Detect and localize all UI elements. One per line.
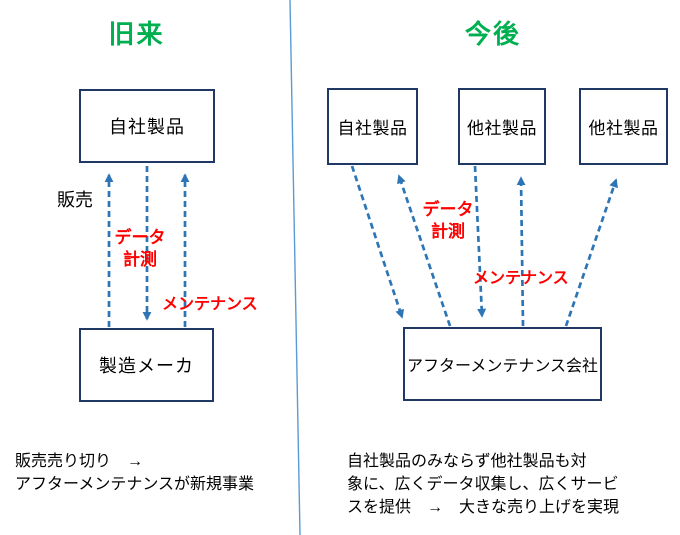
- right-data-measurement-label: データ 計測: [413, 199, 483, 243]
- left-summary-text: 販売売り切り → アフターメンテナンスが新規事業: [15, 450, 254, 496]
- right-summary-line3: スを提供 → 大きな売り上げを実現: [347, 499, 620, 516]
- right-panel-title: 今後: [464, 19, 521, 49]
- right-maintenance-arrow-up-other1: [516, 176, 526, 327]
- right-summary-text: 自社製品のみならず他社製品も対 象に、広くデータ収集し、広くサービ スを提供 →…: [347, 450, 619, 519]
- aftermaintenance-company-box: アフターメンテナンス会社: [403, 327, 602, 401]
- panel-divider-line: [289, 0, 301, 535]
- right-data-label-line1: データ: [422, 200, 474, 219]
- right-data-label-line2: 計測: [431, 222, 465, 241]
- right-summary-line1: 自社製品のみならず他社製品も対: [347, 453, 587, 470]
- right-maintenance-arrow-up-own: [397, 174, 452, 327]
- right-other-product-box-2-label: 他社製品: [588, 119, 659, 138]
- left-summary-line1: 販売売り切り →: [15, 453, 144, 470]
- left-summary-line2: アフターメンテナンスが新規事業: [15, 476, 255, 493]
- left-product-box-label: 自社製品: [109, 117, 185, 137]
- left-data-label-line2: 計測: [123, 250, 157, 269]
- right-other-product-box-1-label: 他社製品: [467, 119, 537, 138]
- left-maker-box-label: 製造メーカ: [99, 356, 194, 376]
- left-data-measurement-label: データ 計測: [105, 227, 175, 271]
- right-other-product-box-1: 他社製品: [458, 88, 546, 165]
- right-maintenance-label: メンテナンス: [473, 270, 569, 287]
- left-data-label-line1: データ: [114, 228, 166, 247]
- left-maintenance-label: メンテナンス: [162, 296, 258, 313]
- right-maintenance-arrow-up-other2: [564, 178, 618, 327]
- sales-label: 販売: [57, 190, 93, 210]
- aftermaintenance-company-box-label: アフターメンテナンス会社: [406, 358, 599, 375]
- right-own-product-box: 自社製品: [327, 88, 418, 165]
- right-data-arrow-down-own: [350, 165, 405, 319]
- right-other-product-box-2: 他社製品: [579, 88, 668, 165]
- right-data-arrow-down-other1: [473, 165, 487, 318]
- right-own-product-box-label: 自社製品: [337, 119, 408, 138]
- left-product-box: 自社製品: [79, 89, 215, 163]
- right-summary-line2: 象に、広くデータ収集し、広くサービ: [347, 476, 619, 493]
- left-panel-title: 旧来: [108, 19, 165, 49]
- left-maker-box: 製造メーカ: [79, 328, 214, 402]
